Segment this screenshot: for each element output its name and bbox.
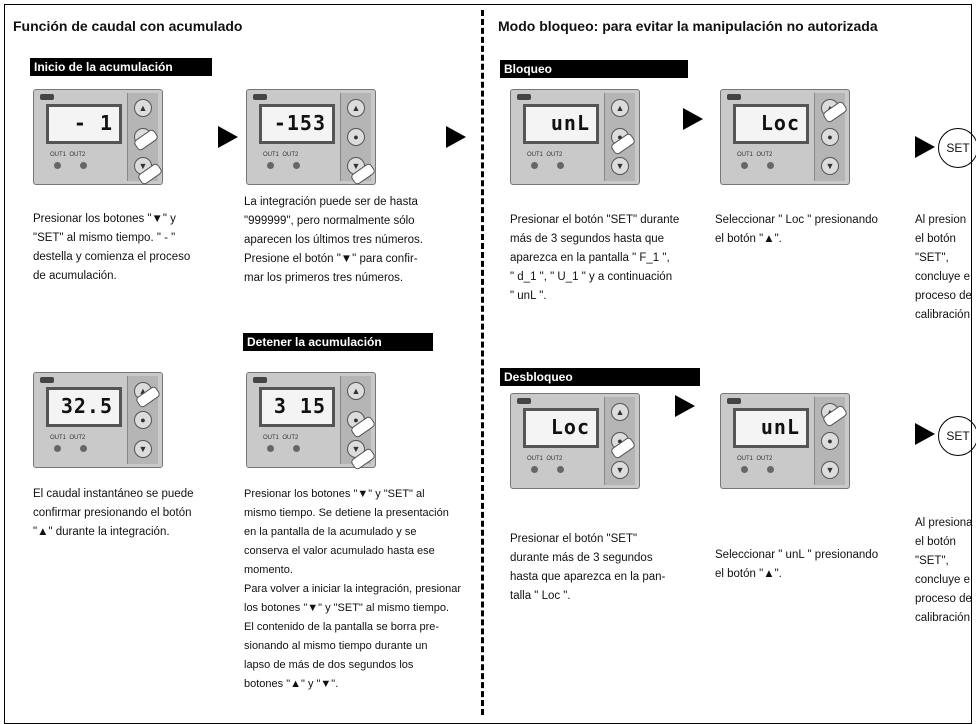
led-2	[80, 162, 87, 169]
device-4: 3 15 OUT1 OUT2 ▲ ● ▼	[246, 372, 377, 471]
up-button-icon: ▲	[611, 99, 629, 117]
set-button-bubble: SET	[938, 416, 976, 456]
up-button-icon: ▲	[347, 382, 365, 400]
text-start: Presionar los botones "▼" y "SET" al mis…	[33, 213, 191, 282]
down-button-icon: ▼	[611, 157, 629, 175]
arrow-right-icon	[683, 108, 703, 130]
arrow-right-icon	[915, 423, 935, 445]
device-7: Loc OUT1 OUT2 ▲ ● ▼	[510, 393, 640, 489]
left-title: Función de caudal con acumulado	[13, 18, 243, 34]
set-button-icon: ●	[347, 128, 365, 146]
text-lock: Presionar el botón "SET" durante más de …	[510, 214, 680, 302]
down-button-icon: ▼	[821, 461, 839, 479]
led-1	[54, 162, 61, 169]
text-select-loc: Seleccionar " Loc " presionando el botón…	[715, 214, 878, 245]
display: unL	[733, 408, 809, 448]
display: unL	[523, 104, 599, 144]
set-button-icon: ●	[821, 128, 839, 146]
text-stop: Presionar los botones "▼" y "SET" al mis…	[244, 488, 462, 690]
display: 3 15	[259, 387, 335, 427]
up-button-icon: ▲	[134, 99, 152, 117]
out-labels: OUT1 OUT2	[50, 152, 86, 158]
arrow-right-icon	[915, 136, 935, 158]
down-button-icon: ▼	[821, 157, 839, 175]
bar-lock: Bloqueo	[500, 60, 688, 78]
arrow-right-icon	[446, 126, 466, 148]
down-button-icon: ▼	[611, 461, 629, 479]
up-button-icon: ▲	[611, 403, 629, 421]
arrow-right-icon	[675, 395, 695, 417]
arrow-right-icon	[218, 126, 238, 148]
text-unlock: Presionar el botón "SET" durante más de …	[510, 533, 666, 602]
display: Loc	[523, 408, 599, 448]
brand-logo	[40, 94, 54, 100]
device-1: - 1 OUT1 OUT2 ▲ ● ▼	[33, 89, 164, 186]
down-button-icon: ▼	[134, 440, 152, 458]
text-select-unl: Seleccionar " unL " presionando el botón…	[715, 549, 879, 580]
device-6: Loc OUT1 OUT2 ▲ ● ▼	[720, 89, 850, 185]
text-lock-confirm: Al presion el botón "SET", concluye e pr…	[915, 214, 972, 321]
device-8: unL OUT1 OUT2 ▲ ● ▼	[720, 393, 850, 489]
display: - 1	[46, 104, 122, 144]
bar-stop-accumulation: Detener la acumulación	[243, 333, 433, 351]
text-integration: La integración puede ser de hasta "99999…	[244, 196, 423, 284]
display: -153	[259, 104, 335, 144]
set-button-icon: ●	[134, 411, 152, 429]
set-button-bubble: SET	[938, 128, 976, 168]
text-instant-flow: El caudal instantáneo se puede confirmar…	[33, 488, 194, 538]
column-divider	[481, 10, 484, 715]
text-unlock-confirm: Al presiona el botón "SET", concluye e p…	[915, 517, 973, 624]
bar-start-accumulation: Inicio de la acumulación	[30, 58, 212, 76]
device-3: 32.5 OUT1 OUT2 ▲ ● ▼	[33, 372, 163, 468]
device-5: unL OUT1 OUT2 ▲ ● ▼	[510, 89, 640, 185]
up-button-icon: ▲	[347, 99, 365, 117]
device-2: -153 OUT1 OUT2 ▲ ● ▼	[246, 89, 377, 186]
display: 32.5	[46, 387, 122, 427]
display: Loc	[733, 104, 809, 144]
bar-unlock: Desbloqueo	[500, 368, 700, 386]
right-title: Modo bloqueo: para evitar la manipulació…	[498, 18, 878, 34]
set-button-icon: ●	[821, 432, 839, 450]
